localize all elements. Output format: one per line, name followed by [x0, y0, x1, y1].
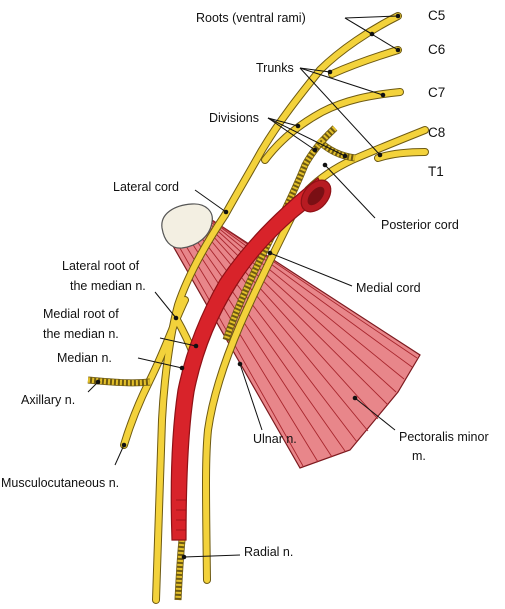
label-pectoralis-line2: m.: [412, 449, 426, 463]
label-musculocutaneous: Musculocutaneous n.: [1, 476, 119, 490]
radial-nerve: [175, 539, 185, 601]
label-median: Median n.: [57, 351, 112, 365]
coracoid-process: [161, 203, 213, 249]
t1-root: [375, 149, 428, 161]
label-c7: C7: [428, 85, 445, 100]
label-lateral-cord: Lateral cord: [113, 180, 179, 194]
label-lateral-root-line2: the median n.: [70, 279, 146, 293]
posterior-division: [316, 138, 356, 161]
label-t1: T1: [428, 164, 444, 179]
label-axillary: Axillary n.: [21, 393, 75, 407]
label-trunks: Trunks: [256, 61, 294, 75]
label-medial-root-line1: Medial root of: [43, 307, 119, 321]
lateral-cord-to-median: [153, 212, 228, 603]
ulnar-nerve: [203, 197, 303, 583]
label-pectoralis-line1: Pectoralis minor: [399, 430, 489, 444]
label-divisions: Divisions: [209, 111, 259, 125]
axillary-artery: [170, 177, 332, 541]
label-medial-cord: Medial cord: [356, 281, 421, 295]
axillary-nerve: [87, 377, 151, 386]
c7-root: [262, 89, 403, 163]
label-roots: Roots (ventral rami): [196, 11, 306, 25]
label-ulnar: Ulnar n.: [253, 432, 297, 446]
label-posterior-cord: Posterior cord: [381, 218, 459, 232]
c6-root: [329, 47, 401, 77]
label-c8: C8: [428, 125, 445, 140]
label-medial-root-line2: the median n.: [43, 327, 119, 341]
c5-root: [222, 13, 401, 218]
labels: Roots (ventral rami) C5 C6 C7 C8 T1 Trun…: [1, 8, 489, 559]
label-c5: C5: [428, 8, 445, 23]
label-lateral-root-line1: Lateral root of: [62, 259, 140, 273]
label-c6: C6: [428, 42, 445, 57]
leader-lines: [87, 15, 399, 558]
label-radial: Radial n.: [244, 545, 293, 559]
leader-dots: [95, 13, 401, 560]
